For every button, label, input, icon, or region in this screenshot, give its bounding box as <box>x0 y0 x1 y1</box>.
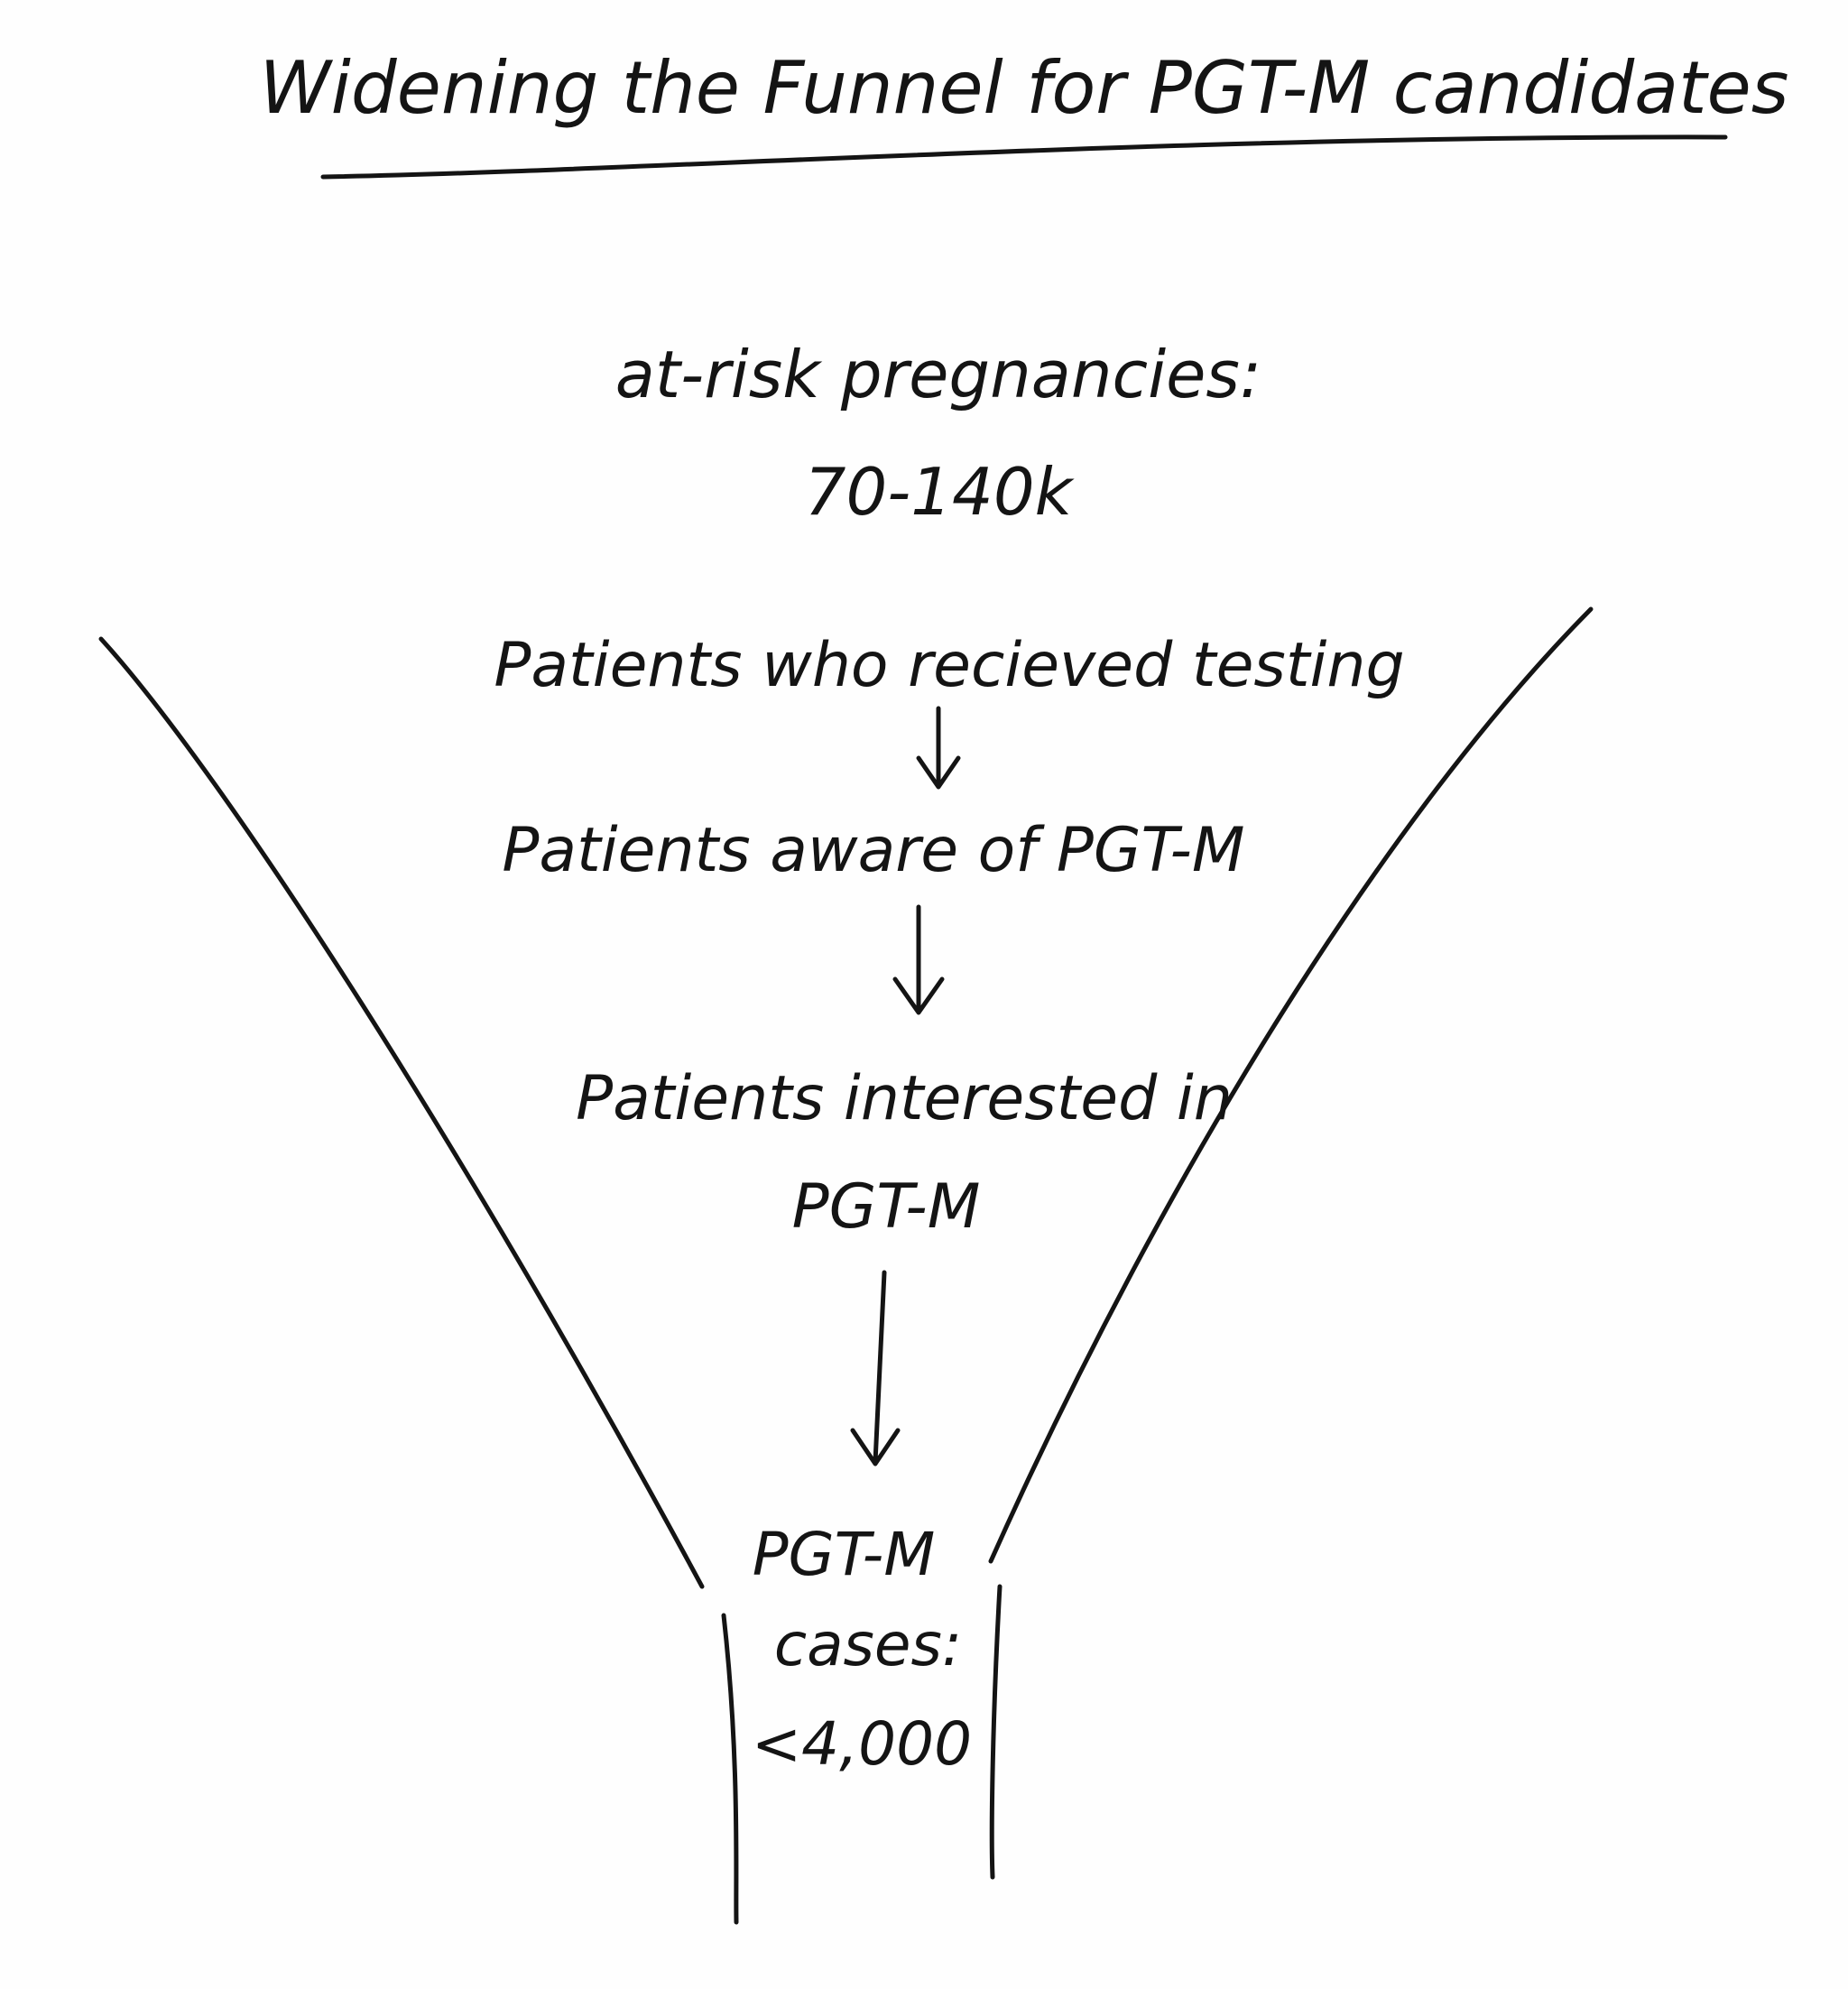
funnel-spout-left <box>721 1613 739 1925</box>
arrow-down-3 <box>850 1270 901 1466</box>
funnel-right-wall <box>988 606 1594 1564</box>
funnel-spout-right <box>989 1584 1003 1880</box>
funnel-stage-interested-line1: Patients interested in <box>576 1063 1233 1134</box>
arrow-down-1 <box>916 706 961 790</box>
top-stage-value: 70-140k <box>805 454 1076 530</box>
funnel-left-wall <box>98 636 705 1589</box>
bottom-stage-value: <4,000 <box>752 1709 972 1779</box>
title-underline <box>320 134 1728 180</box>
bottom-stage-line2: cases: <box>774 1610 962 1679</box>
diagram-title: Widening the Funnel for PGT-M candidates <box>260 46 1789 130</box>
bottom-stage-line1: PGT-M <box>753 1520 936 1589</box>
arrow-down-2 <box>892 904 945 1015</box>
funnel-stage-interested-line2: PGT-M <box>792 1171 981 1243</box>
funnel-stage-received-testing: Patients who recieved testing <box>494 630 1404 701</box>
top-stage-label: at-risk pregnancies: <box>615 337 1261 412</box>
funnel-stage-aware: Patients aware of PGT-M <box>502 815 1244 886</box>
